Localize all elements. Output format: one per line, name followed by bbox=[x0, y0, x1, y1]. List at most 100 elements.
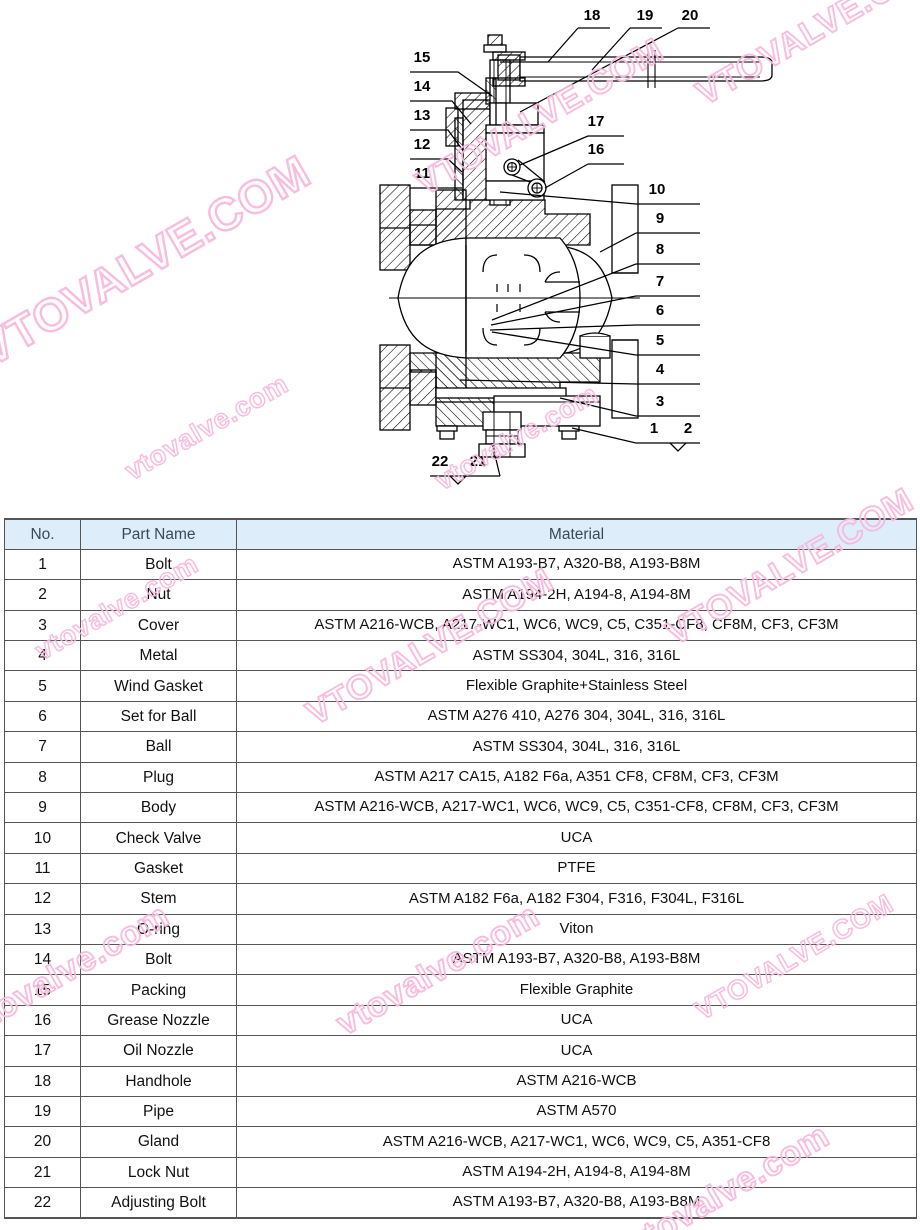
cell-part-name: Metal bbox=[80, 640, 237, 672]
cell-part-name: Ball bbox=[80, 731, 237, 763]
callout-12: 12 bbox=[414, 136, 431, 153]
cell-no: 9 bbox=[4, 792, 81, 824]
cell-no: 21 bbox=[4, 1156, 81, 1189]
cell-part-name: Check Valve bbox=[80, 822, 237, 854]
callout-1: 1 bbox=[650, 420, 658, 437]
cell-material: Viton bbox=[236, 913, 917, 945]
cell-no: 14 bbox=[4, 943, 81, 976]
bonnet-stem bbox=[445, 34, 545, 206]
callout-8: 8 bbox=[656, 241, 664, 258]
cell-material: UCA bbox=[236, 1035, 917, 1067]
cell-part-name: Gasket bbox=[80, 852, 237, 885]
handle-lever bbox=[492, 50, 773, 88]
cell-material: ASTM A193-B7, A320-B8, A193-B8M bbox=[236, 943, 917, 976]
cell-part-name: Grease Nozzle bbox=[80, 1004, 237, 1037]
callout-22: 22 bbox=[432, 453, 449, 470]
cell-material: ASTM A216-WCB, A217-WC1, WC6, WC9, C5, A… bbox=[236, 1126, 917, 1158]
cell-material: UCA bbox=[236, 822, 917, 854]
cell-material: ASTM SS304, 304L, 316, 316L bbox=[236, 731, 917, 763]
cell-material: Flexible Graphite bbox=[236, 974, 917, 1006]
cell-part-name: Oil Nozzle bbox=[80, 1035, 237, 1067]
header-partname: Part Name bbox=[80, 517, 237, 550]
cell-no: 19 bbox=[4, 1095, 81, 1128]
cell-no: 11 bbox=[4, 852, 81, 885]
cell-material: Flexible Graphite+Stainless Steel bbox=[236, 670, 917, 702]
cell-no: 4 bbox=[4, 640, 81, 672]
valve-geometry bbox=[379, 34, 773, 458]
cell-part-name: Adjusting Bolt bbox=[80, 1187, 237, 1219]
cell-part-name: Gland bbox=[80, 1126, 237, 1158]
cell-no: 12 bbox=[4, 883, 81, 915]
cell-no: 3 bbox=[4, 609, 81, 642]
right-flange bbox=[611, 184, 639, 419]
callout-18: 18 bbox=[584, 7, 601, 24]
cell-no: 2 bbox=[4, 579, 81, 611]
leader-lines bbox=[410, 27, 710, 485]
cell-material: PTFE bbox=[236, 852, 917, 885]
cell-material: UCA bbox=[236, 1004, 917, 1037]
cell-part-name: Body bbox=[80, 792, 237, 824]
cell-material: ASTM A193-B7, A320-B8, A193-B8M bbox=[236, 548, 917, 581]
callout-15: 15 bbox=[414, 49, 431, 66]
cell-part-name: O-ring bbox=[80, 913, 237, 945]
callout-10: 10 bbox=[649, 181, 666, 198]
cell-part-name: Bolt bbox=[80, 548, 237, 581]
table-header: No. Part Name Material bbox=[4, 517, 917, 550]
callout-5: 5 bbox=[656, 332, 664, 349]
callout-21: 21 bbox=[470, 453, 487, 470]
bottom-cover bbox=[435, 387, 601, 458]
cell-material: ASTM A216-WCB, A217-WC1, WC6, WC9, C5, C… bbox=[236, 609, 917, 642]
callout-16: 16 bbox=[588, 141, 605, 158]
ball-plug bbox=[389, 237, 640, 359]
cell-material: ASTM A194-2H, A194-8, A194-8M bbox=[236, 1156, 917, 1189]
callout-2: 2 bbox=[684, 420, 692, 437]
callout-6: 6 bbox=[656, 302, 664, 319]
nozzles bbox=[503, 158, 547, 198]
cell-no: 13 bbox=[4, 913, 81, 945]
cell-part-name: Plug bbox=[80, 761, 237, 794]
cell-material: ASTM A194-2H, A194-8, A194-8M bbox=[236, 579, 917, 611]
cell-part-name: Handhole bbox=[80, 1065, 237, 1097]
cell-no: 8 bbox=[4, 761, 81, 794]
cell-material: ASTM A216-WCB, A217-WC1, WC6, WC9, C5, C… bbox=[236, 792, 917, 824]
cell-no: 16 bbox=[4, 1004, 81, 1037]
cell-no: 22 bbox=[4, 1187, 81, 1219]
cell-part-name: Lock Nut bbox=[80, 1156, 237, 1189]
cell-no: 18 bbox=[4, 1065, 81, 1097]
callout-7: 7 bbox=[656, 273, 664, 290]
callout-4: 4 bbox=[656, 361, 665, 378]
cell-part-name: Bolt bbox=[80, 943, 237, 976]
cell-material: ASTM A182 F6a, A182 F304, F316, F304L, F… bbox=[236, 883, 917, 915]
callout-11: 11 bbox=[414, 165, 430, 182]
cell-part-name: Nut bbox=[80, 579, 237, 611]
callout-17: 17 bbox=[588, 113, 605, 130]
cell-no: 7 bbox=[4, 731, 81, 763]
header-material: Material bbox=[236, 517, 917, 550]
cell-no: 10 bbox=[4, 822, 81, 854]
callout-9: 9 bbox=[656, 210, 664, 227]
